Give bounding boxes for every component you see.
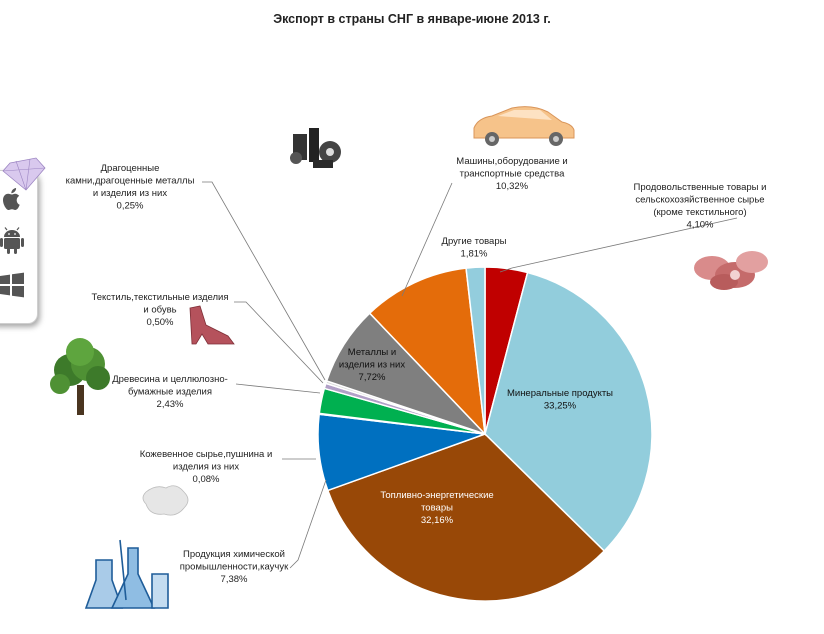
pie-slice-10 — [465, 266, 486, 435]
lab-flask-icon — [84, 539, 169, 609]
windows-icon[interactable] — [0, 271, 25, 299]
leader-lines — [202, 181, 738, 569]
leader-line-5 — [235, 383, 321, 394]
leader-line-9 — [401, 182, 453, 297]
fur-icon — [142, 485, 189, 516]
shoe-icon — [189, 305, 235, 345]
leader-line-3 — [289, 479, 327, 569]
chart-title: Экспорт в страны СНГ в январе-июне 2013 … — [273, 12, 551, 26]
android-icon[interactable] — [0, 227, 25, 255]
pie-slice-1 — [484, 271, 653, 553]
pie-slice-9 — [368, 267, 486, 437]
apple-icon[interactable] — [0, 185, 25, 213]
gem-icon — [2, 157, 46, 191]
leader-line-6 — [234, 301, 324, 384]
metal-parts-icon — [290, 128, 341, 168]
car-icon — [473, 106, 575, 146]
pie-slice-2 — [326, 433, 606, 602]
leader-line-7 — [202, 181, 326, 381]
leader-line-0 — [499, 217, 738, 273]
meat-icon — [694, 251, 768, 290]
tree-icon — [50, 338, 110, 415]
pie-slices — [317, 266, 653, 602]
os-selector-panel — [0, 170, 38, 324]
